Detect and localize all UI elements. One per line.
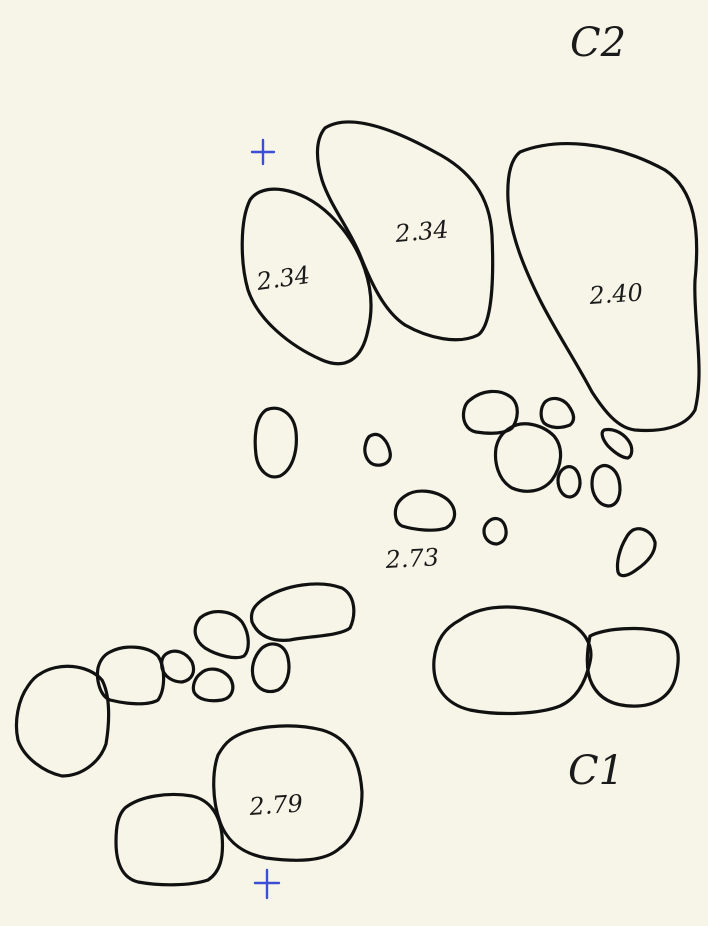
- grain-cluster-1: [251, 584, 353, 640]
- grain-bottom-left-of-pair: [116, 795, 222, 885]
- grain-right-pair-left: [434, 607, 591, 713]
- grain-mid-10: [484, 519, 506, 544]
- grain-right-pair-right: [587, 629, 678, 707]
- grain-cluster-2: [195, 612, 248, 658]
- grain-mid-9: [395, 491, 454, 530]
- corner-label-c1: C1: [568, 748, 624, 794]
- grain-mid-8: [592, 466, 620, 506]
- reference-cross-top: [252, 140, 274, 164]
- grain-mid-5: [496, 424, 561, 491]
- value-bottom-left: 2.79: [247, 789, 303, 821]
- value-center: 2.73: [384, 543, 440, 574]
- grain-mid-4: [541, 398, 574, 427]
- grain-cluster-3: [252, 644, 289, 692]
- value-middle-top: 2.34: [393, 215, 450, 248]
- value-right-top: 2.40: [587, 278, 643, 310]
- grain-cluster-6: [193, 669, 232, 701]
- grain-mid-2: [365, 434, 390, 465]
- grain-mid-7: [558, 467, 580, 497]
- grain-cluster-5: [162, 651, 194, 682]
- corner-label-c2: C2: [570, 20, 626, 66]
- reference-cross-bottom: [255, 870, 279, 898]
- grain-mid-6: [602, 429, 632, 458]
- grain-mid-11: [617, 529, 655, 576]
- grain-cluster-7: [16, 666, 108, 776]
- grain-mid-1: [255, 408, 296, 477]
- value-left-top: 2.34: [254, 261, 312, 296]
